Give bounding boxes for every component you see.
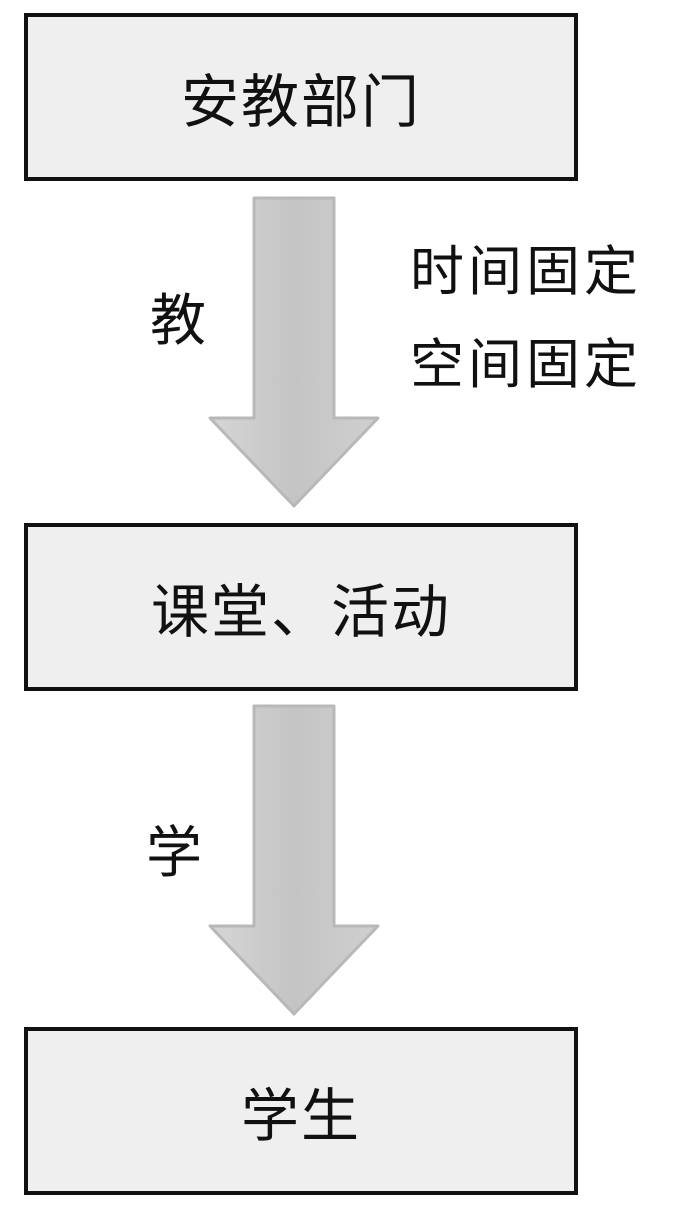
box-student-label: 学生: [240, 1082, 361, 1150]
note-space-fixed: 空间固定: [410, 333, 642, 396]
box-classroom-activity: 课堂、活动: [24, 523, 578, 691]
box-department: 安教部门: [24, 13, 578, 181]
arrow-down-icon: [208, 196, 380, 508]
box-department-label: 安教部门: [180, 68, 421, 136]
arrow-label-learn: 学: [146, 821, 202, 886]
arrow-down-icon: [208, 704, 380, 1016]
arrow-label-teach: 教: [150, 289, 206, 354]
note-time-fixed: 时间固定: [410, 240, 642, 303]
box-classroom-activity-label: 课堂、活动: [150, 578, 451, 646]
box-student: 学生: [24, 1027, 578, 1195]
